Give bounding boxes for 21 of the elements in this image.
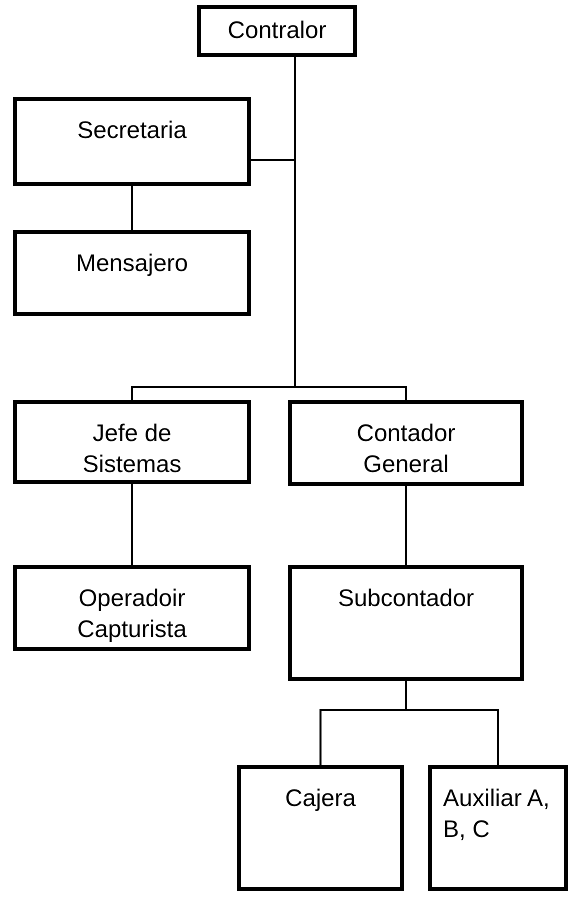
position-title: Auxiliar A, B, C <box>443 784 551 846</box>
position-box <box>428 765 568 891</box>
position-box <box>288 565 524 681</box>
position-box <box>197 5 357 57</box>
position-title: Contador General <box>356 419 456 480</box>
connector-line <box>131 484 133 565</box>
connector-line <box>405 486 407 565</box>
position-box <box>13 565 251 651</box>
position-title: Mensajero <box>76 249 188 279</box>
position-title: Operadoir Capturista <box>76 584 188 646</box>
position-title: Jefe de Sistemas <box>82 419 182 480</box>
connector-line <box>131 186 133 230</box>
position-box <box>288 400 524 486</box>
position-title: Secretaria <box>77 116 187 146</box>
position-box <box>13 97 251 186</box>
position-box <box>237 765 404 891</box>
position-title: Contralor <box>228 16 326 46</box>
position-title: Subcontador <box>338 584 474 614</box>
position-box <box>13 400 251 484</box>
position-box <box>13 230 251 316</box>
position-title: Cajera <box>285 784 356 814</box>
